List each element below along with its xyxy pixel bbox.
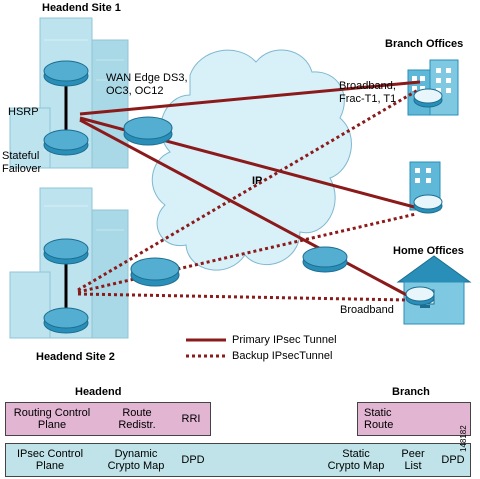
crypto-functions-box: IPsec Control Plane Dynamic Crypto Map D… bbox=[5, 443, 471, 477]
branch-dpd-cell: DPD bbox=[441, 454, 465, 466]
ip-cloud bbox=[151, 49, 352, 271]
home-link-label: Broadband bbox=[340, 304, 394, 316]
static-route-cell: Static Route bbox=[364, 407, 394, 431]
route-redistr-cell: Route Redistr. bbox=[118, 407, 156, 431]
router-icon bbox=[43, 307, 89, 334]
headend-site-2-label: Headend Site 2 bbox=[36, 351, 115, 363]
router-icon bbox=[123, 116, 173, 146]
router-icon bbox=[130, 257, 180, 287]
dynamic-crypto-map-cell: Dynamic Crypto Map bbox=[107, 448, 165, 472]
legend-backup-label: Backup IPsecTunnel bbox=[232, 350, 333, 362]
backup-tunnels bbox=[77, 88, 419, 302]
figure-id: 148182 bbox=[459, 425, 468, 452]
ipsec-control-plane-cell: IPsec Control Plane bbox=[16, 448, 84, 472]
router-icon bbox=[413, 194, 443, 214]
legend-primary-label: Primary IPsec Tunnel bbox=[232, 334, 337, 346]
stateful-failover-label: Stateful Failover bbox=[2, 150, 42, 175]
branch-header: Branch bbox=[392, 386, 430, 398]
rri-cell: RRI bbox=[181, 413, 201, 425]
router-icon bbox=[43, 129, 89, 156]
wan-edge-label: WAN Edge DS3, OC3, OC12 bbox=[106, 72, 188, 97]
branch-links-label: Broadband, Frac-T1, T1 bbox=[339, 80, 397, 105]
routing-control-plane-cell: Routing Control Plane bbox=[13, 407, 91, 431]
headend-dpd-cell: DPD bbox=[181, 454, 205, 466]
router-icon bbox=[43, 238, 89, 265]
branch-functions-box: Static Route bbox=[357, 402, 471, 436]
ip-cloud-label: IP bbox=[252, 175, 263, 187]
headend-header: Headend bbox=[75, 386, 122, 398]
hsrp-label: HSRP bbox=[8, 106, 39, 118]
router-icon bbox=[405, 286, 435, 306]
peer-list-cell: Peer List bbox=[401, 448, 425, 472]
router-icon bbox=[302, 246, 348, 273]
branch-office-building bbox=[407, 59, 459, 116]
static-crypto-map-cell: Static Crypto Map bbox=[327, 448, 385, 472]
router-icon bbox=[43, 60, 89, 87]
headend-functions-box: Routing Control Plane Route Redistr. RRI bbox=[5, 402, 211, 436]
headend-site-1-label: Headend Site 1 bbox=[42, 2, 121, 14]
home-offices-label: Home Offices bbox=[393, 245, 464, 257]
router-icon bbox=[413, 88, 443, 108]
branch-offices-label: Branch Offices bbox=[385, 38, 464, 50]
